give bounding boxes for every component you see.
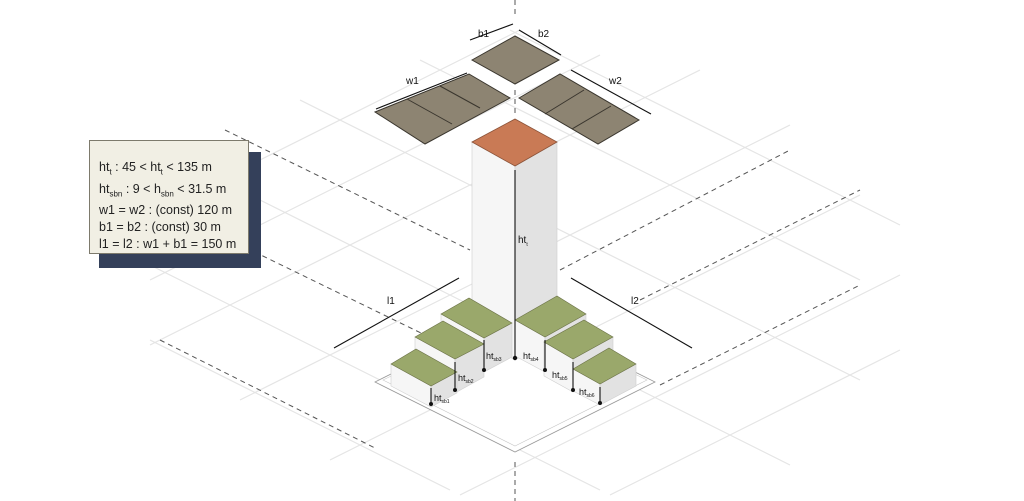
label-b1: b1 — [478, 29, 490, 40]
legend-box: htt : 45 < htt < 135 m htsbn : 9 < hsbn … — [89, 140, 249, 254]
dimension-arrows — [333, 23, 693, 404]
exploded-panels — [373, 35, 640, 145]
legend-line-length: l1 = l2 : w1 + b1 = 150 m — [99, 237, 237, 251]
legend-line-tower-height: htt : 45 < htt < 135 m — [99, 160, 212, 177]
dimension-labels: b1 b2 w1 w2 l1 l2 htt htsb1 htsb2 htsb3 … — [387, 29, 639, 405]
label-w2: w2 — [608, 76, 622, 87]
panel-w2 — [518, 73, 640, 145]
label-ht-sb3: htsb3 — [486, 351, 502, 363]
legend-line-width: w1 = w2 : (const) 120 m — [99, 203, 233, 217]
dimension-dots — [429, 355, 602, 406]
label-ht-sb6: htsb6 — [579, 387, 595, 399]
left-podium — [390, 297, 513, 408]
label-ht-sb4: htsb4 — [523, 351, 539, 363]
legend-line-podium-height: htsbn : 9 < hsbn < 31.5 m — [99, 181, 227, 199]
label-l2: l2 — [631, 296, 639, 307]
label-l1: l1 — [387, 296, 395, 307]
label-ht-tower: htt — [518, 235, 528, 248]
label-b2: b2 — [538, 29, 550, 40]
label-ht-sb2: htsb2 — [458, 373, 474, 385]
label-w1: w1 — [405, 76, 419, 87]
tower-roof — [471, 118, 558, 167]
label-ht-sb5: htsb5 — [552, 370, 568, 382]
legend-line-bay: b1 = b2 : (const) 30 m — [99, 220, 221, 234]
dashed-axes — [159, 0, 861, 501]
label-ht-sb1: htsb1 — [434, 393, 450, 405]
panel-w1 — [373, 73, 512, 145]
panel-b — [470, 35, 561, 85]
